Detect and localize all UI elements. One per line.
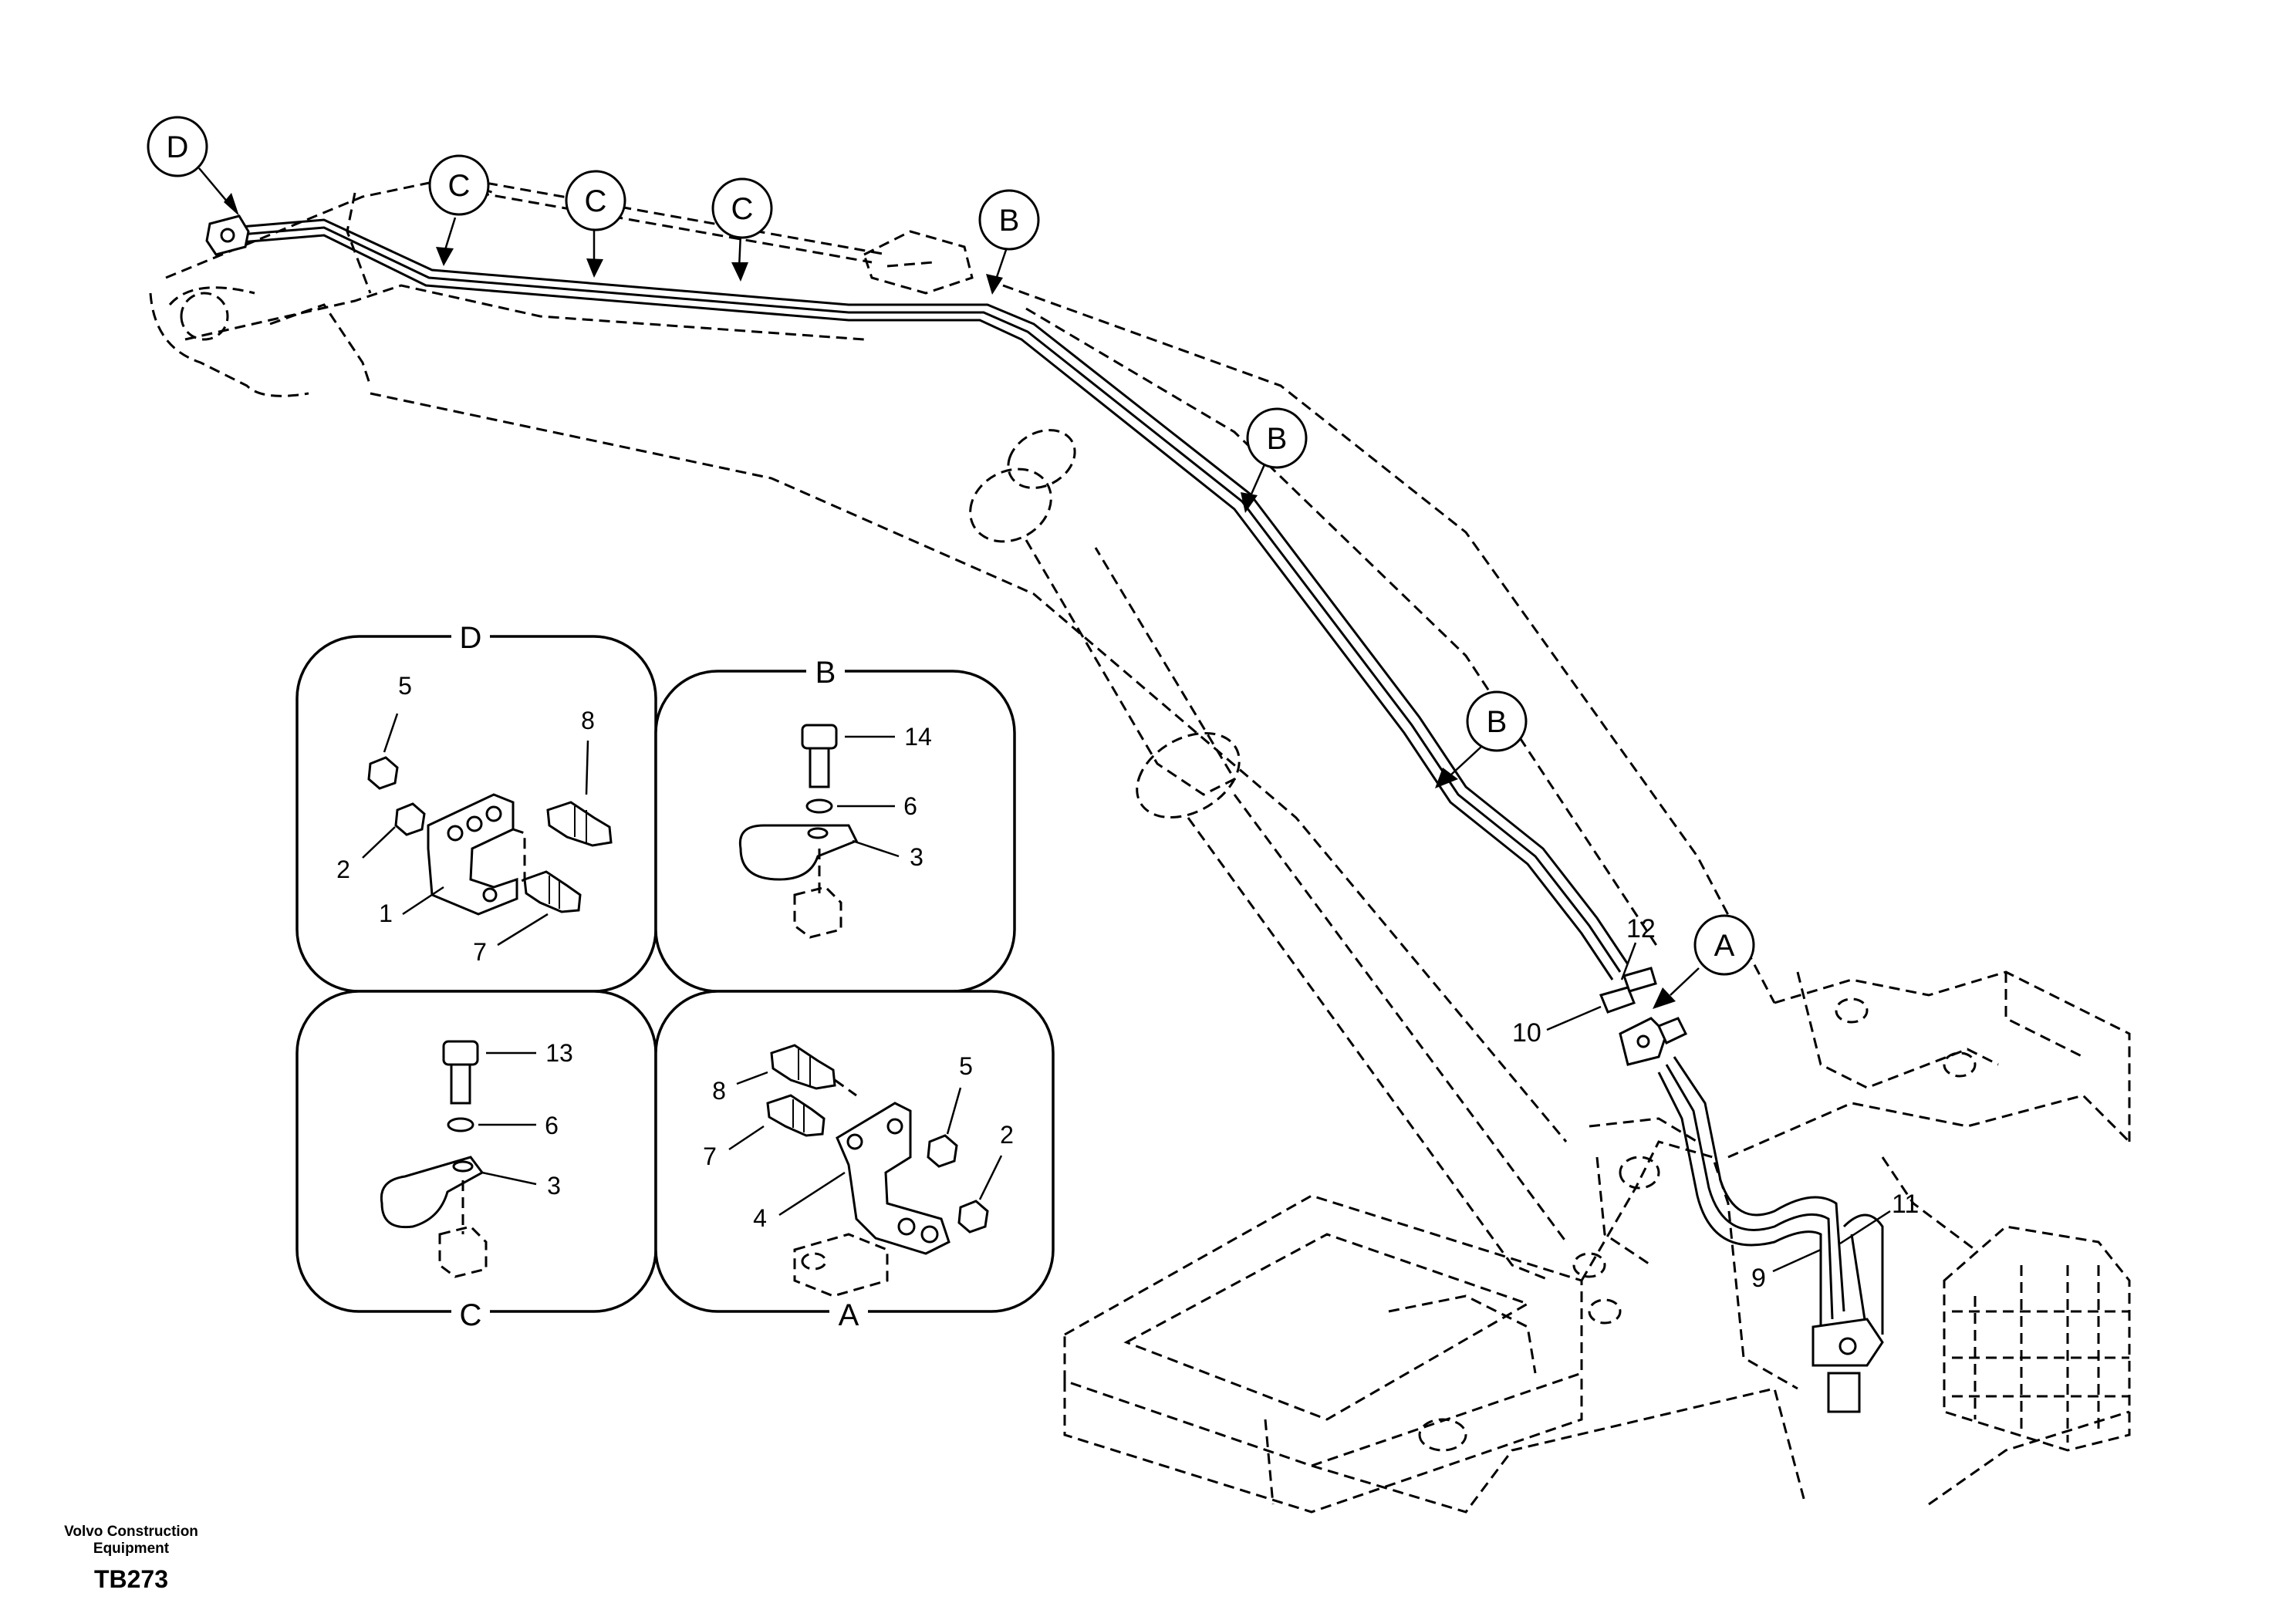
panel-d-label-7: 7 [473,938,487,966]
part-label-12: 12 [1626,914,1656,943]
detail-panel-c: C 13 6 3 [295,990,657,1332]
callout-c-1-label: C [448,169,471,203]
company-name-line2: Equipment [93,1541,170,1557]
detail-panel-b: B 14 6 3 [654,656,1016,993]
part-label-10: 10 [1512,1018,1541,1048]
callout-c-3-label: C [731,192,754,226]
part-label-11: 11 [1892,1190,1919,1219]
callout-c-3: C [711,177,773,239]
part-label-9: 9 [1751,1264,1766,1293]
callout-c-2-label: C [585,184,607,218]
panel-a-title: A [839,1298,859,1332]
panel-d-title: D [460,621,482,655]
panel-d-label-8: 8 [581,707,595,734]
callout-a-label: A [1714,929,1735,963]
panel-c-label-13: 13 [545,1039,573,1067]
panel-c-title: C [460,1298,482,1332]
callout-a: A [1693,914,1755,976]
panel-a-label-2: 2 [1000,1121,1014,1149]
callout-b-1: B [978,189,1040,251]
machine-outline [149,176,2131,1514]
callout-b-2-label: B [1267,422,1288,456]
panel-d-label-1: 1 [379,899,393,927]
callout-c-2: C [565,170,626,231]
panel-c-label-3: 3 [547,1172,561,1200]
detail-panel-d: D 5 2 1 8 7 [295,621,657,993]
callout-b-2: B [1246,407,1308,469]
callout-b-3: B [1466,690,1528,752]
callout-d-label: D [167,130,189,164]
callout-arrows [198,167,1700,1009]
panel-a-label-4: 4 [753,1204,767,1232]
panel-a-label-5: 5 [959,1052,973,1080]
panel-c-label-6: 6 [545,1112,559,1139]
callout-b-1-label: B [999,204,1020,238]
company-name-line1: Volvo Construction [64,1524,198,1540]
panel-b-label-6: 6 [903,792,917,820]
panel-d-label-2: 2 [336,856,350,883]
callout-d: D [147,116,208,177]
main-part-labels: 12 10 11 9 [1512,914,1919,1293]
panel-b-label-14: 14 [904,723,932,751]
drawing-code: TB273 [93,1565,169,1593]
panel-a-label-8: 8 [712,1077,726,1105]
callout-b-3-label: B [1487,705,1508,739]
footer: Volvo Construction Equipment TB273 [31,1524,231,1594]
panel-b-title: B [815,656,836,690]
detail-panel-a: A 8 7 4 5 2 [654,990,1055,1332]
panel-a-label-7: 7 [703,1142,717,1170]
hydraulic-pipes [205,214,1884,1413]
panel-d-label-5: 5 [398,672,412,700]
callout-c-1: C [428,154,490,216]
panel-b-label-3: 3 [910,843,923,871]
